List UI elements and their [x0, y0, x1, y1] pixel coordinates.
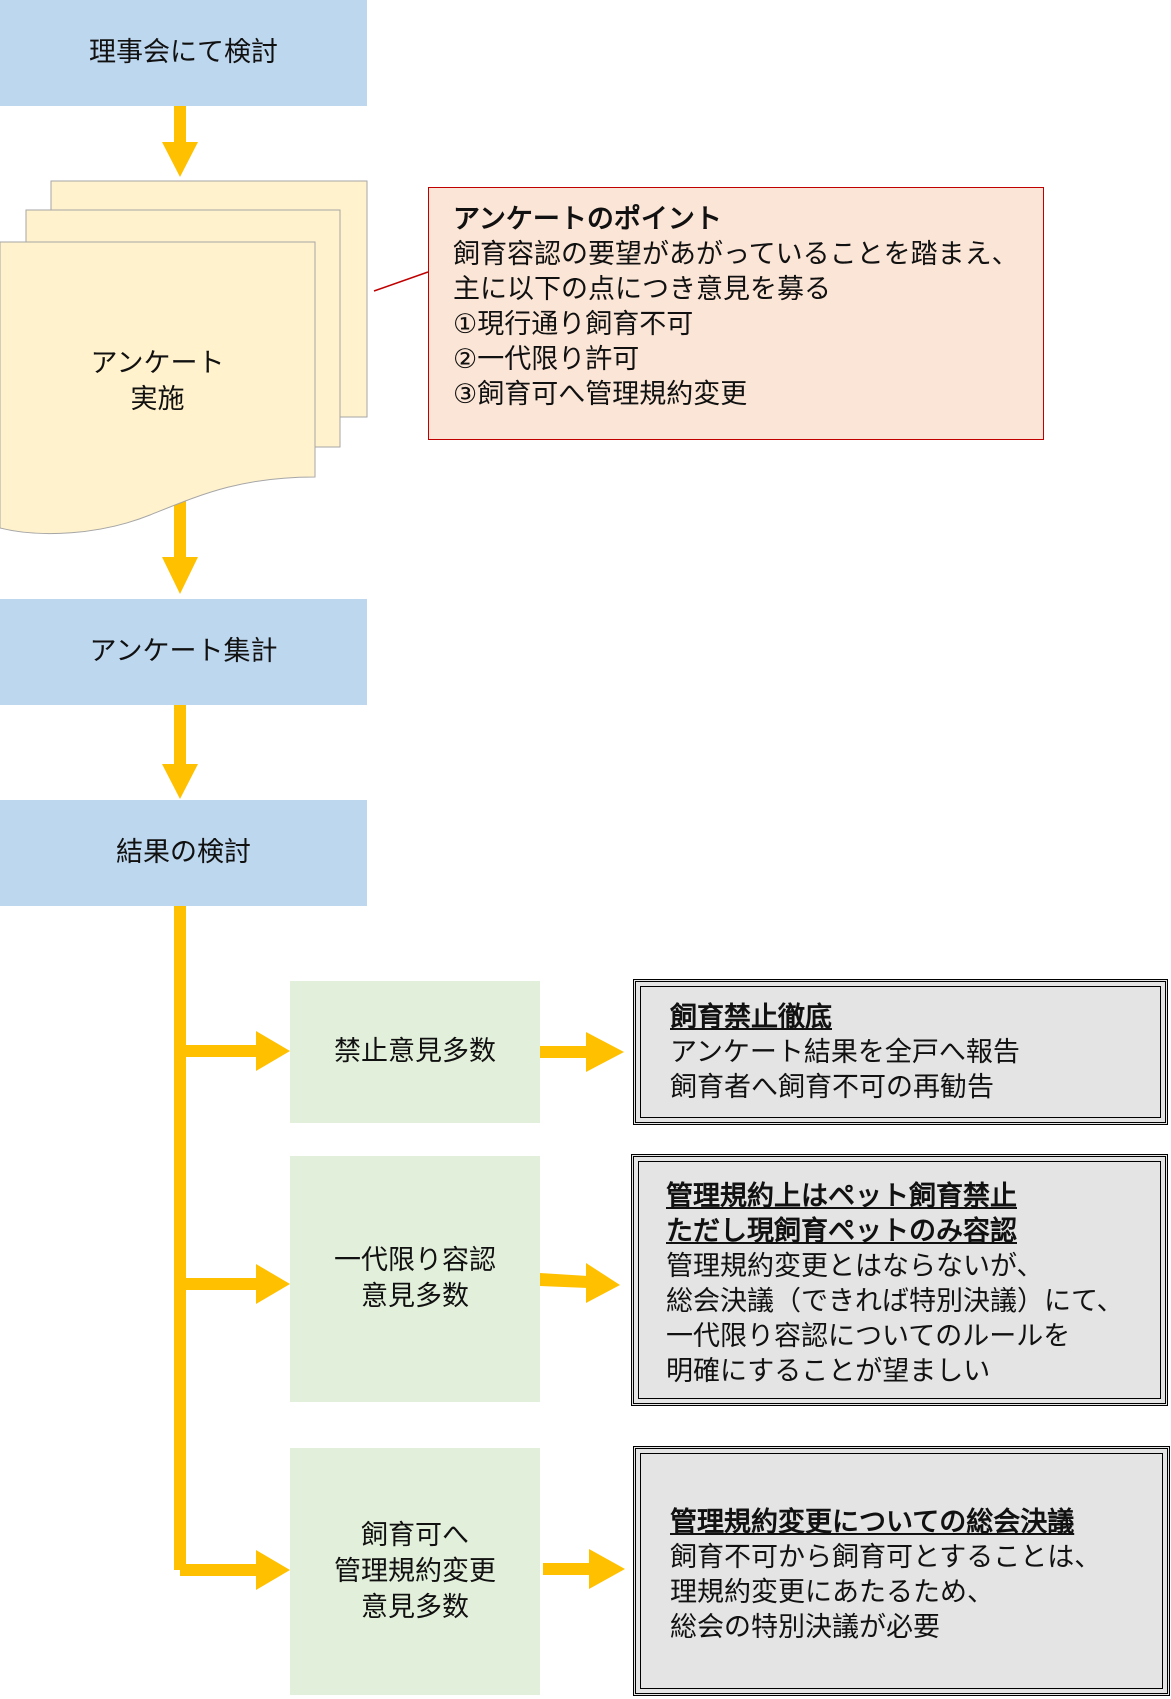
arrow-shaft-3	[174, 704, 186, 768]
outcome-line: 理規約変更にあたるため、	[670, 1577, 994, 1608]
outcome-line: 管理規約変更とはならないが、	[666, 1251, 1044, 1282]
survey-point-callout: アンケートのポイント 飼育容認の要望があがっていることを踏まえ、 主に以下の点に…	[428, 187, 1044, 440]
branch-prohibit-majority: 禁止意見多数	[290, 981, 540, 1123]
branch-arrow-2-head	[256, 1264, 290, 1304]
step-survey-tally: アンケート集計	[0, 599, 367, 705]
step-survey-line-2: 実施	[130, 384, 185, 415]
branch-allow-amendment-majority: 飼育可へ 管理規約変更 意見多数	[290, 1448, 540, 1695]
survey-point-line: ③飼育可へ管理規約変更	[453, 379, 748, 410]
survey-point-line: ①現行通り飼育不可	[453, 309, 694, 340]
outcome-line: 一代限り容認についてのルールを	[666, 1321, 1071, 1352]
outcome-title-line: 管理規約上はペット飼育禁止	[666, 1181, 1017, 1212]
outcome-line: 明確にすることが望ましい	[666, 1356, 991, 1387]
arrow-head-1	[162, 142, 198, 177]
arrow-head-2	[162, 557, 198, 594]
step-result-review-label: 結果の検討	[116, 837, 251, 868]
outcome-line: 総会決議（できれば特別決議）にて、	[666, 1286, 1124, 1317]
survey-document-shape	[0, 180, 368, 535]
branch-arrow-2-shaft	[186, 1278, 258, 1290]
outcome-amendment: 管理規約変更についての総会決議 飼育不可から飼育可とすることは、 理規約変更にあ…	[633, 1446, 1170, 1696]
outcome-title-line: 管理規約変更についての総会決議	[670, 1507, 1075, 1538]
outcome-arrow-2-shaft	[540, 1273, 588, 1288]
branch-label-line: 管理規約変更	[334, 1555, 496, 1587]
outcome-arrow-3-shaft	[543, 1563, 591, 1575]
outcome-line: アンケート結果を全戸へ報告	[670, 1037, 1020, 1068]
branch-label-line: 飼育可へ	[361, 1519, 469, 1551]
outcome-arrow-2-head	[586, 1263, 620, 1303]
arrow-shaft-1	[174, 105, 186, 145]
branch-arrow-3-shaft	[180, 1564, 258, 1576]
arrow-shaft-2	[174, 500, 186, 560]
step-survey-label: アンケート 実施	[60, 346, 255, 418]
survey-point-line: 主に以下の点につき意見を募る	[453, 274, 831, 305]
step-survey-line-1: アンケート	[90, 348, 225, 379]
branch-label-line: 意見多数	[361, 1591, 469, 1623]
outcome-arrow-1-head	[586, 1032, 624, 1072]
branch-trunk	[174, 905, 186, 1570]
outcome-line: 総会の特別決議が必要	[670, 1612, 940, 1643]
step-board-review-label: 理事会にて検討	[89, 37, 278, 68]
branch-label-line: 一代限り容認	[334, 1245, 496, 1276]
step-result-review: 結果の検討	[0, 800, 367, 906]
outcome-line: 飼育者へ飼育不可の再勧告	[670, 1072, 994, 1103]
outcome-title-line: 飼育禁止徹底	[670, 1002, 832, 1033]
outcome-title-line: ただし現飼育ペットのみ容認	[666, 1216, 1017, 1247]
branch-arrow-3-head	[256, 1550, 290, 1590]
survey-point-line: ②一代限り許可	[453, 344, 640, 375]
survey-point-title: アンケートのポイント	[453, 204, 722, 235]
survey-point-line: 飼育容認の要望があがっていることを踏まえ、	[453, 239, 1019, 270]
callout-leader	[373, 271, 429, 292]
outcome-arrow-1-shaft	[540, 1046, 588, 1058]
branch-arrow-1-head	[256, 1031, 290, 1071]
branch-label-line: 意見多数	[361, 1281, 469, 1312]
step-board-review: 理事会にて検討	[0, 0, 367, 106]
branch-label-line: 禁止意見多数	[334, 1036, 496, 1067]
outcome-line: 飼育不可から飼育可とすることは、	[670, 1542, 1102, 1573]
arrow-head-3	[162, 764, 198, 799]
branch-arrow-1-shaft	[186, 1045, 258, 1057]
branch-one-generation-majority: 一代限り容認 意見多数	[290, 1156, 540, 1402]
outcome-arrow-3-head	[589, 1549, 625, 1589]
outcome-prohibit: 飼育禁止徹底 アンケート結果を全戸へ報告 飼育者へ飼育不可の再勧告	[633, 979, 1168, 1125]
outcome-one-generation: 管理規約上はペット飼育禁止 ただし現飼育ペットのみ容認 管理規約変更とはならない…	[631, 1154, 1168, 1406]
step-survey-tally-label: アンケート集計	[89, 636, 278, 667]
